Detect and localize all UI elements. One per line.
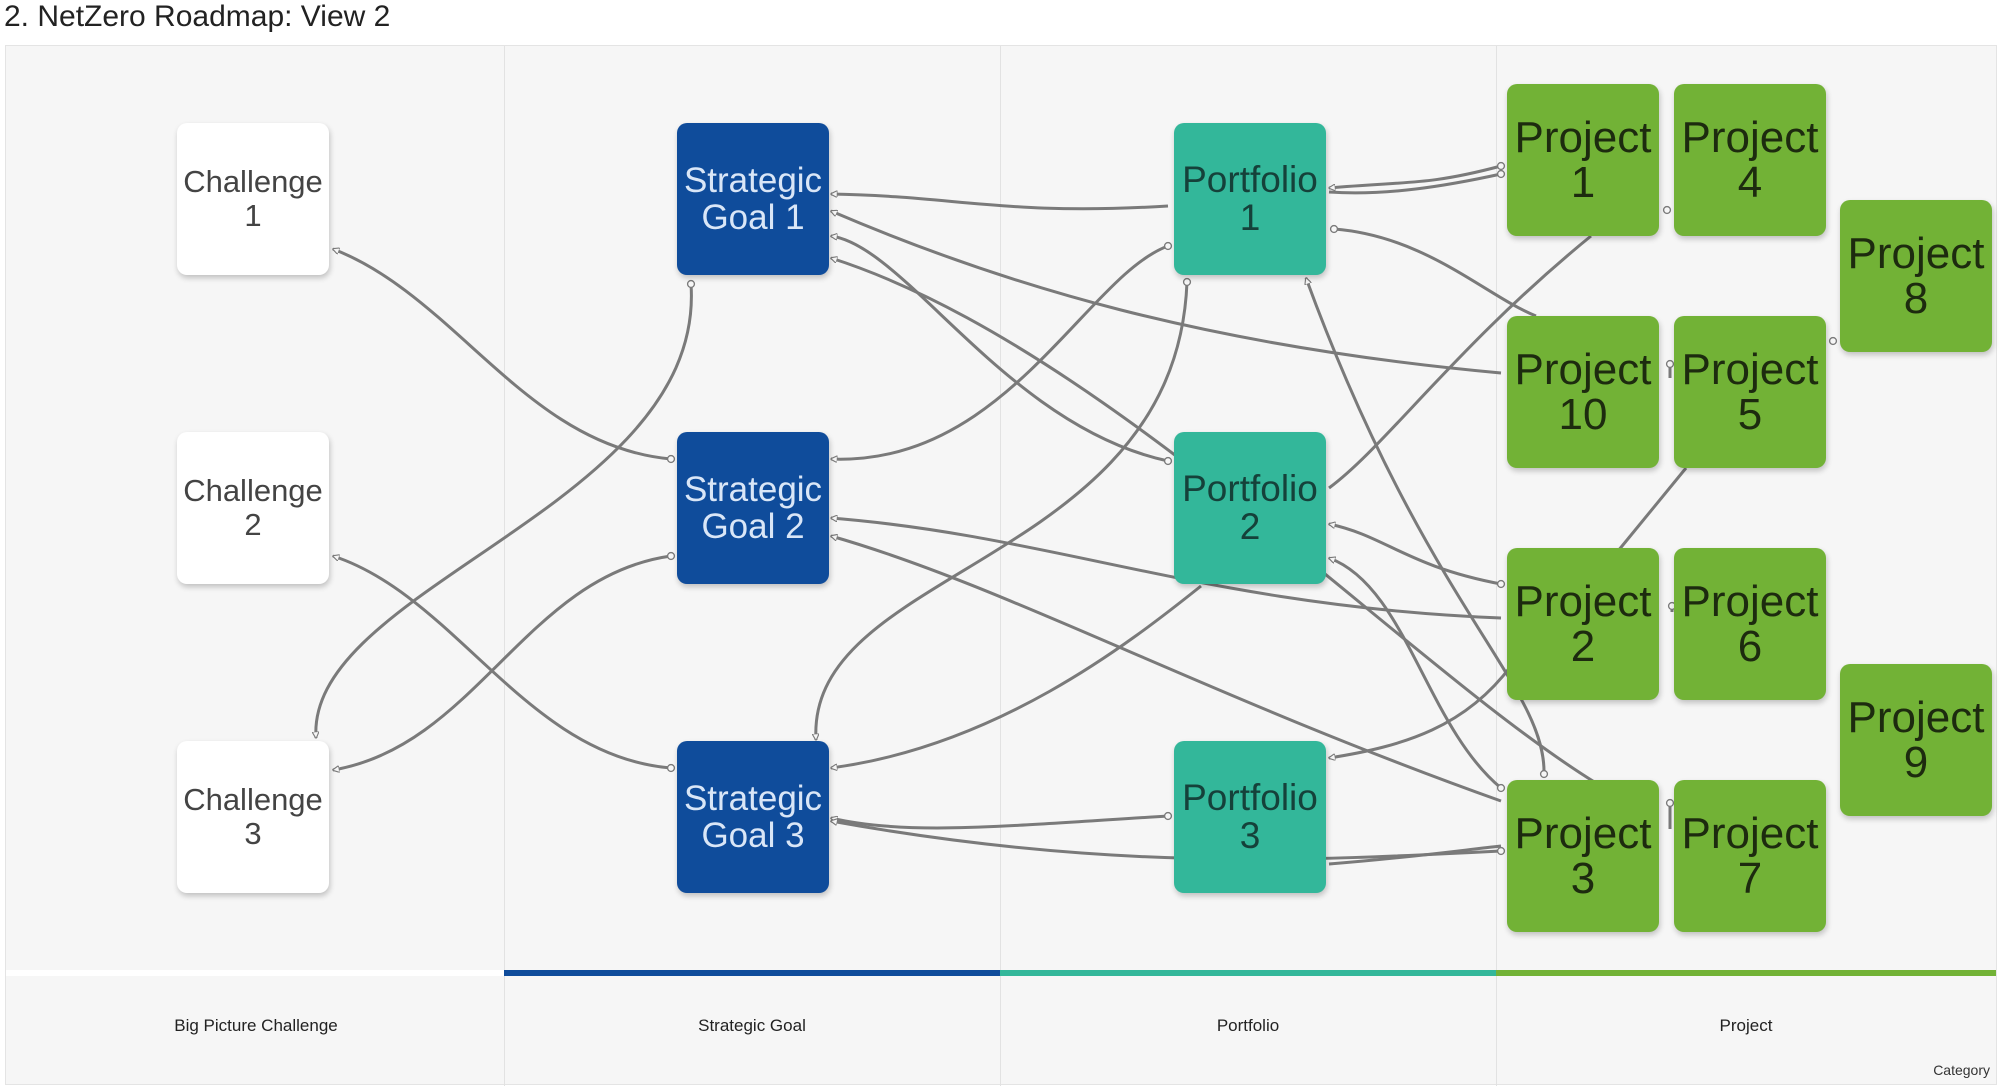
column-bar-challenge (6, 970, 504, 976)
diagram-canvas: Big Picture Challenge Strategic Goal Por… (5, 45, 1997, 1086)
column-label-strategic-goal: Strategic Goal (698, 1016, 806, 1035)
link-project1-portfolio1-b (1328, 169, 1506, 195)
node-label: 3 (244, 816, 262, 851)
link-goal1-challenge3 (316, 284, 692, 738)
category-label: Category (1933, 1062, 1990, 1078)
node-label: Goal 2 (701, 507, 805, 546)
page-title: 2. NetZero Roadmap: View 2 (4, 0, 391, 33)
node-label: Strategic (683, 161, 823, 200)
link-project2-goal2 (831, 518, 1502, 620)
node-label: Project (1681, 577, 1819, 626)
node-label: Project (1514, 577, 1652, 626)
node-label: 8 (1903, 274, 1929, 323)
node-label: 6 (1737, 622, 1763, 671)
node-label: 10 (1558, 390, 1608, 439)
link-portfolio2-goal3 (831, 584, 1202, 768)
node-label: Portfolio (1182, 468, 1318, 509)
node-label: Project (1681, 113, 1819, 162)
column-bar-project (1496, 970, 1996, 976)
node-label: Project (1514, 345, 1652, 394)
node-label: Project (1847, 693, 1985, 742)
link-project3-portfolio1 (1306, 278, 1544, 774)
link-project4-marker (1662, 205, 1672, 215)
node-label: Goal 1 (701, 198, 805, 237)
link-project8-marker (1828, 336, 1838, 346)
column-label-portfolio: Portfolio (1216, 1016, 1280, 1035)
node-label: 2 (244, 507, 262, 542)
node-label: Portfolio (1182, 777, 1318, 818)
column-bar-strategic-goal (504, 970, 1000, 976)
link-project1-portfolio1 (1329, 166, 1501, 188)
node-label: Project (1681, 345, 1819, 394)
node-label: 2 (1239, 506, 1261, 547)
node-label: 1 (244, 198, 262, 233)
link-layer (6, 46, 1838, 866)
node-label: 1 (1239, 197, 1261, 238)
node-label: 3 (1239, 815, 1261, 856)
node-label: Goal 3 (701, 816, 805, 855)
link-project5-project2 (1616, 467, 1688, 552)
node-label: Project (1514, 113, 1652, 162)
node-label: 1 (1570, 158, 1596, 207)
column-bar-portfolio (1000, 970, 1496, 976)
node-label: 5 (1737, 390, 1763, 439)
link-project3-portfolio3 (1328, 844, 1502, 866)
link-portfolio1-goal3 (816, 282, 1187, 740)
node-label: Strategic (683, 470, 823, 509)
link-portfolio1-goal1 (831, 194, 1169, 211)
node-label: 4 (1737, 158, 1763, 207)
node-label: Challenge (183, 782, 323, 817)
node-label: 7 (1737, 854, 1763, 903)
node-label: 9 (1903, 738, 1929, 787)
column-label-project: Project (1719, 1016, 1773, 1035)
link-goal2-challenge3 (333, 556, 671, 770)
column-label-challenge: Big Picture Challenge (174, 1016, 338, 1035)
link-goal2-challenge1 (333, 249, 671, 459)
node-label: Project (1514, 809, 1652, 858)
node-label: Challenge (183, 473, 323, 508)
link-project2-portfolio2 (1329, 524, 1501, 584)
node-label: 2 (1570, 622, 1596, 671)
link-portfolio2-goal1 (831, 236, 1168, 461)
node-label: Challenge (183, 164, 323, 199)
node-label: Strategic (683, 779, 823, 818)
node-label: Portfolio (1182, 159, 1318, 200)
link-portfolio3-goal3 (831, 816, 1168, 830)
link-project10-goal1 (831, 209, 1502, 375)
link-portfolio1-project10 (1329, 224, 1537, 318)
node-label: Project (1847, 229, 1985, 278)
node-label: 3 (1570, 854, 1596, 903)
link-project2-portfolio3 (1329, 665, 1513, 758)
node-label: Project (1681, 809, 1819, 858)
